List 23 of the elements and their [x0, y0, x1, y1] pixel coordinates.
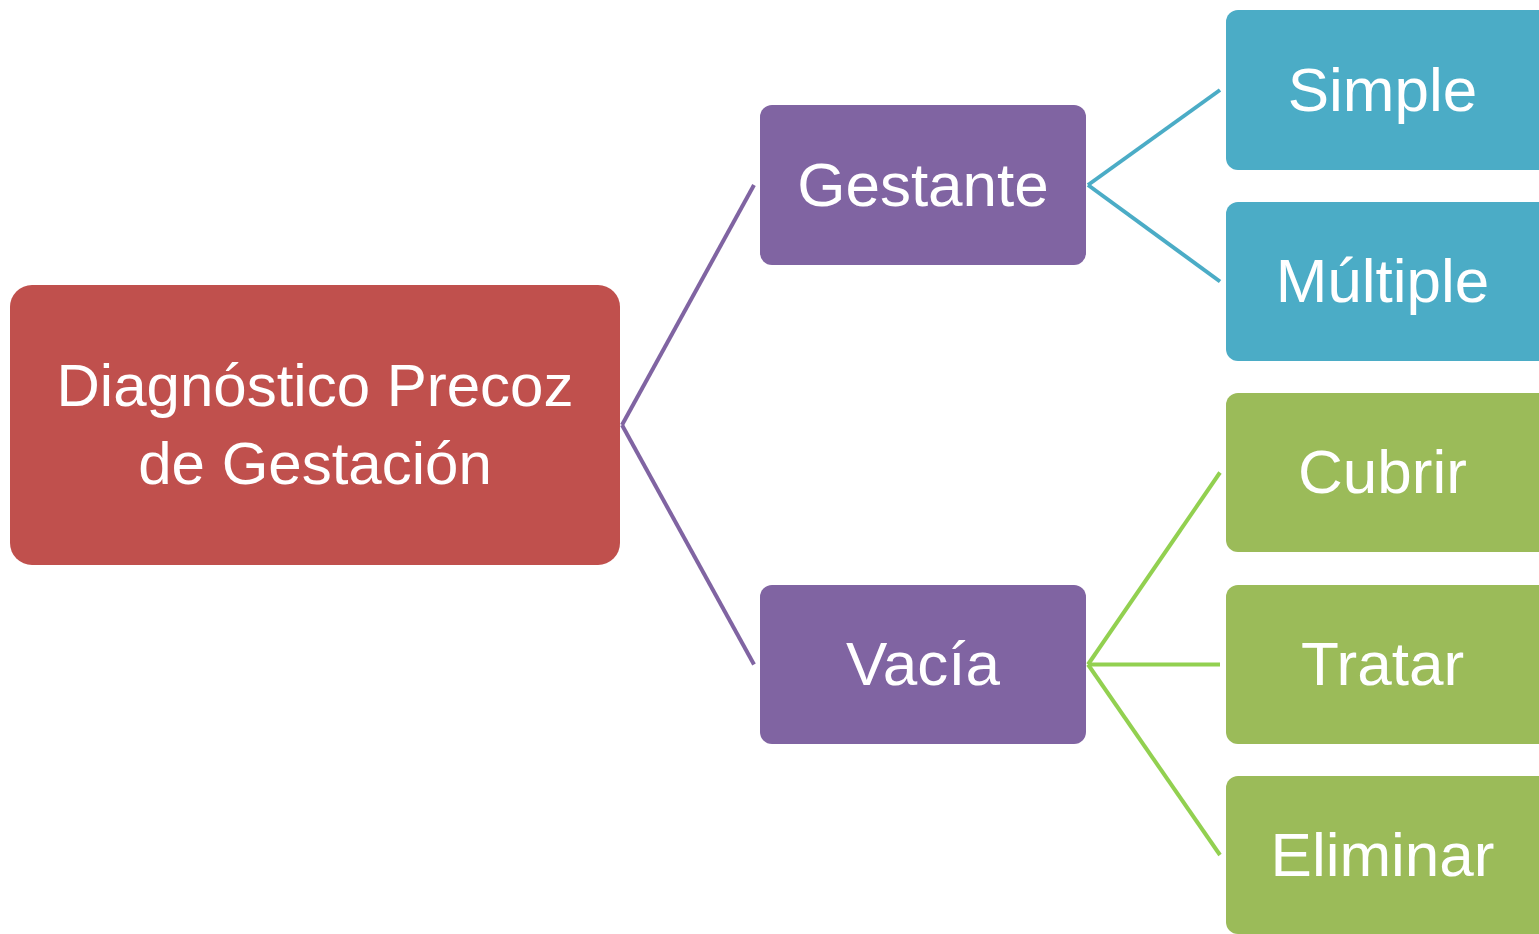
node-label: Cubrir [1298, 436, 1467, 509]
action-box [1226, 776, 1539, 934]
connector-line [1086, 183, 1222, 284]
action-box [1226, 585, 1539, 744]
connector-line [620, 184, 756, 426]
category-box [760, 585, 1086, 744]
node-label: Vacía [846, 628, 1000, 701]
outcome-box [1226, 10, 1539, 170]
node-label: Simple [1287, 53, 1478, 126]
connector-line [1086, 88, 1222, 187]
node-label: Eliminar [1270, 818, 1495, 891]
node-label: Diagnóstico Precoz de Gestación [55, 351, 575, 499]
node-label: Múltiple [1275, 245, 1490, 318]
node-label: Gestante [797, 148, 1049, 221]
connector-line [620, 424, 756, 666]
connector-line [1086, 663, 1222, 857]
node-label: Tratar [1300, 628, 1465, 701]
connector-line [1088, 662, 1220, 667]
root-box [10, 285, 620, 565]
category-box [760, 105, 1086, 265]
outcome-box [1226, 202, 1539, 361]
connector-line [1086, 471, 1222, 666]
action-box [1226, 393, 1539, 552]
